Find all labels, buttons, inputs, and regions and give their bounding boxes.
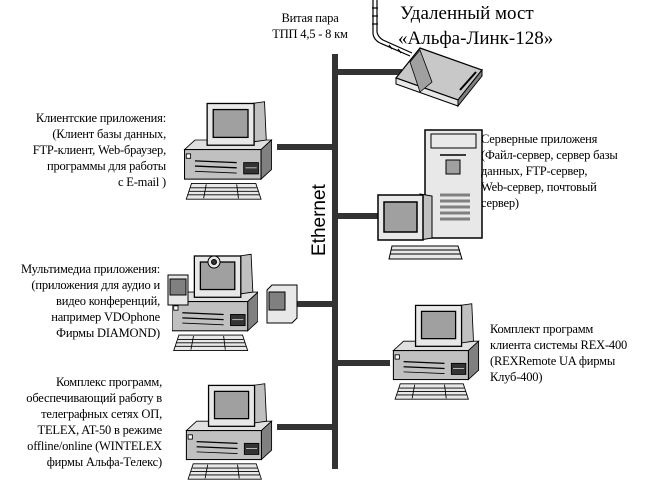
text-line: (Клиент базы данных, bbox=[52, 127, 166, 141]
speaker-left-icon bbox=[167, 274, 189, 306]
text-line: сервер) bbox=[481, 196, 519, 210]
text-line: фирмы Альфа-Телекс) bbox=[46, 455, 162, 469]
text-line: TELEX, AT-50 в режиме bbox=[37, 423, 163, 437]
webcam-icon bbox=[207, 255, 221, 269]
remote-bridge-title: Удаленный мост «Альфа-Линк-128» bbox=[398, 1, 554, 51]
ethernet-bus bbox=[277, 54, 402, 469]
text-line: Клиентские приложения: bbox=[35, 111, 166, 125]
modem-icon bbox=[395, 47, 483, 108]
text-line: FTP-клиент, Web-браузер, bbox=[32, 143, 167, 157]
cable-label-line: Витая пара bbox=[281, 11, 339, 25]
telex-apps-text: Комплекс программ, обеспечивающий работу… bbox=[26, 374, 162, 470]
text-line: Фирмы DIAMOND) bbox=[56, 326, 160, 340]
title-line: Удаленный мост bbox=[400, 3, 534, 24]
text-line: телеграфных сетях ОП, bbox=[41, 407, 162, 421]
server-apps-text: Серверные приложеня (Файл-сервер, сервер… bbox=[481, 131, 618, 211]
client-pc-icon bbox=[183, 100, 273, 200]
text-line: Клуб-400) bbox=[490, 370, 543, 384]
rex-client-text: Комплект программ клиента системы REX-40… bbox=[490, 321, 627, 385]
text-line: Комплекс программ, bbox=[55, 375, 162, 389]
text-line: Комплект программ bbox=[490, 322, 594, 336]
rex-pc-icon bbox=[392, 302, 480, 400]
cable-label-line: ТПП 4,5 - 8 км bbox=[272, 27, 348, 41]
text-line: программы для работы bbox=[46, 159, 166, 173]
text-line: Серверные приложеня bbox=[481, 132, 598, 146]
text-line: клиента системы REX-400 bbox=[490, 338, 628, 352]
title-line: «Альфа-Линк-128» bbox=[398, 28, 554, 49]
text-line: обеспечивающий работу в bbox=[26, 391, 162, 405]
text-line: Мультимедиа приложения: bbox=[21, 262, 160, 276]
text-line: (REXRemote UA фирмы bbox=[490, 354, 616, 368]
text-line: с E-mail ) bbox=[118, 175, 166, 189]
text-line: Web-сервер, почтовый bbox=[481, 180, 597, 194]
ethernet-label: Ethernet bbox=[309, 184, 330, 256]
text-line: (приложения для аудио и bbox=[31, 278, 160, 292]
cable-label: Витая пара ТПП 4,5 - 8 км bbox=[262, 10, 358, 42]
text-line: видео конференций, bbox=[56, 294, 160, 308]
text-line: (Файл-сервер, сервер базы bbox=[481, 148, 618, 162]
text-line: данных, FTP-сервер, bbox=[481, 164, 588, 178]
client-apps-text: Клиентские приложения: (Клиент базы данн… bbox=[32, 110, 167, 190]
multimedia-apps-text: Мультимедиа приложения: (приложения для … bbox=[21, 261, 160, 341]
text-line: например VDOphone bbox=[51, 310, 160, 324]
phone-line-icon bbox=[372, 0, 413, 57]
telex-pc-icon bbox=[185, 382, 273, 480]
server-tower-icon bbox=[377, 129, 483, 260]
text-line: offline/online (WINTELEX bbox=[27, 439, 162, 453]
speaker-right-icon bbox=[266, 284, 298, 324]
